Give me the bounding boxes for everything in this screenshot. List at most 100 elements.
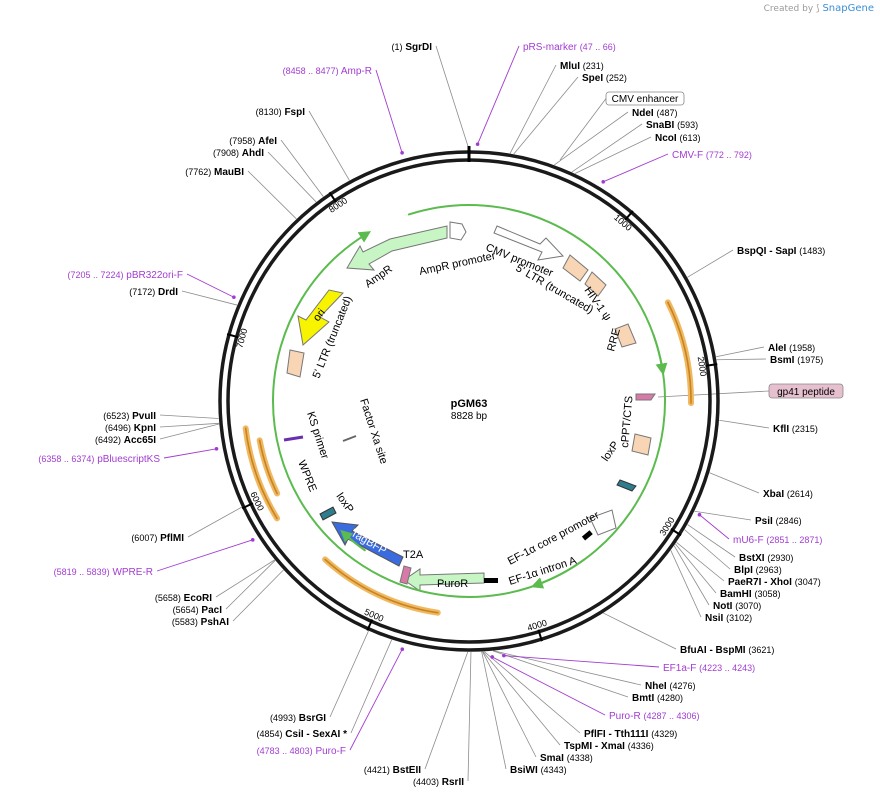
feature-gp41[interactable] xyxy=(635,393,656,401)
tick-1000 xyxy=(624,210,634,221)
enzyme-label-bamhi[interactable]: BamHI (3058) xyxy=(720,589,780,600)
enzyme-label-drdi[interactable]: (7172) DrdI xyxy=(129,287,178,298)
enzyme-label-nhei[interactable]: NheI (4276) xyxy=(645,681,695,692)
primer-site-mark xyxy=(232,295,236,300)
primer-label-cmv-f[interactable]: CMV-F (772 .. 792) xyxy=(672,150,752,161)
feature-ori[interactable] xyxy=(297,289,344,346)
primer-label-ef1a-f[interactable]: EF1a-F (4223 .. 4243) xyxy=(663,663,755,674)
snapgene-product-name: SnapGene xyxy=(822,3,874,14)
enzyme-label-snabi[interactable]: SnaBI (593) xyxy=(646,120,698,131)
feature-label-ampr-promoter: AmpR promoter xyxy=(418,250,497,278)
feature-label-factor-xa: Factor Xa site xyxy=(357,397,389,465)
feature-ampr-promoter[interactable] xyxy=(449,221,467,241)
enzyme-label-smai[interactable]: SmaI (4338) xyxy=(540,753,593,764)
feature-hiv-psi[interactable] xyxy=(584,271,607,297)
primer-label-amp-r[interactable]: (8458 .. 8477) Amp-R xyxy=(283,66,372,77)
leader-psii xyxy=(694,510,752,521)
enzyme-label-bsteii[interactable]: (4421) BstEII xyxy=(364,765,421,776)
leader-rsrii xyxy=(467,651,472,782)
leader-bamhi xyxy=(675,543,717,594)
enzyme-label-afei[interactable]: (7958) AfeI xyxy=(229,136,277,147)
enzyme-label-maubi[interactable]: (7762) MauBI xyxy=(185,167,244,178)
enzyme-label-pflmi[interactable]: (6007) PflMI xyxy=(131,533,184,544)
feature-rre[interactable] xyxy=(614,323,637,348)
cmv-enhancer-label[interactable]: CMV enhancer xyxy=(612,94,679,105)
feature-t2a[interactable] xyxy=(399,565,412,585)
leader-ncoi xyxy=(574,136,652,174)
snapgene-logo-icon: ⟆ xyxy=(816,4,820,14)
enzyme-label-ahdi[interactable]: (7908) AhdI xyxy=(213,148,264,159)
leader-bsrgi xyxy=(329,630,369,718)
enzyme-label-xbai[interactable]: XbaI (2614) xyxy=(763,489,813,500)
leader-nhei xyxy=(493,650,642,686)
leader-bsiwi xyxy=(481,651,507,770)
enzyme-label-ecori[interactable]: (5658) EcoRI xyxy=(155,593,212,604)
feature-5ltr-left[interactable] xyxy=(286,349,305,378)
primer-label-prs-marker[interactable]: pRS-marker (47 .. 66) xyxy=(523,42,616,53)
enzyme-label-bspqi-sapi[interactable]: BspQI - SapI (1483) xyxy=(737,246,825,257)
tick-label-2000: 2000 xyxy=(696,356,709,377)
enzyme-label-pshai[interactable]: (5583) PshAI xyxy=(172,617,229,628)
enzyme-label-bstxi[interactable]: BstXI (2930) xyxy=(739,553,793,564)
tick-8000 xyxy=(328,191,337,203)
gp41-peptide-label[interactable]: gp41 peptide xyxy=(777,387,835,398)
enzyme-label-kpni[interactable]: (6496) KpnI xyxy=(105,423,156,434)
primer-leader-mu6-f xyxy=(699,514,730,540)
feature-label-loxp-left: loxP xyxy=(334,491,356,515)
enzyme-label-kfli[interactable]: KflI (2315) xyxy=(773,424,818,435)
enzyme-label-rsrii[interactable]: (4403) RsrII xyxy=(413,777,464,788)
enzyme-label-pvuii[interactable]: (6523) PvuII xyxy=(103,411,156,422)
enzyme-label-fspi[interactable]: (8130) FspI xyxy=(256,107,306,118)
enzyme-label-bfuai-bspmi[interactable]: BfuAI - BspMI (3621) xyxy=(680,645,774,656)
enzyme-label-acc65i[interactable]: (6492) Acc65I xyxy=(95,435,156,446)
primer-label-mu6-f[interactable]: mU6-F (2851 .. 2871) xyxy=(733,535,822,546)
enzyme-label-tspmi-xmai[interactable]: TspMI - XmaI (4336) xyxy=(564,741,654,752)
enzyme-label-pflfi-tth111i[interactable]: PflFI - Tth111I (4329) xyxy=(584,729,677,740)
feature-ampr[interactable] xyxy=(346,225,448,271)
leader-ndei xyxy=(554,111,629,166)
enzyme-label-bsmi[interactable]: BsmI (1975) xyxy=(770,355,823,366)
feature-label-cppt: cPPT/CTS xyxy=(619,395,635,448)
feature-label-ori: ori xyxy=(311,307,328,324)
feature-loxp-left[interactable] xyxy=(319,506,337,521)
leader-kpni xyxy=(159,422,220,428)
leader-bsteii xyxy=(424,651,469,770)
primer-site-mark xyxy=(502,653,506,658)
enzyme-label-csii-sexai-[interactable]: (4854) CsiI - SexAI * xyxy=(257,729,348,740)
feature-5ltr-right[interactable] xyxy=(562,254,589,282)
enzyme-label-bsiwi[interactable]: BsiWI (4343) xyxy=(510,765,567,776)
leader-noti xyxy=(673,545,710,606)
plasmid-size: 8828 bp xyxy=(451,411,488,422)
leader-blpi xyxy=(684,529,731,570)
primer-label-puro-r[interactable]: Puro-R (4287 .. 4306) xyxy=(609,711,700,722)
enzyme-label-noti[interactable]: NotI (3070) xyxy=(713,601,761,612)
feature-factor-xa xyxy=(342,435,357,442)
feature-puror[interactable] xyxy=(403,568,485,592)
enzyme-label-bsrgi[interactable]: (4993) BsrGI xyxy=(270,713,326,724)
primer-leader-wpre-r xyxy=(156,539,253,572)
leader-alei xyxy=(715,346,765,358)
enzyme-label-sgrdi[interactable]: (1) SgrDI xyxy=(392,42,433,53)
primer-site-mark xyxy=(697,512,702,517)
primer-label-pbluescriptks[interactable]: (6358 .. 6374) pBluescriptKS xyxy=(38,454,160,465)
enzyme-label-paci[interactable]: (5654) PacI xyxy=(173,605,223,616)
enzyme-label-nsii[interactable]: NsiI (3102) xyxy=(705,613,752,624)
feature-cmv-promoter[interactable] xyxy=(493,225,565,261)
enzyme-label-ncoi[interactable]: NcoI (613) xyxy=(655,133,700,144)
enzyme-label-paer7i-xhoi[interactable]: PaeR7I - XhoI (3047) xyxy=(728,577,821,588)
feature-loxp-right[interactable] xyxy=(616,479,637,492)
enzyme-label-spei[interactable]: SpeI (252) xyxy=(582,73,627,84)
enzyme-label-ndei[interactable]: NdeI (487) xyxy=(632,108,677,119)
feature-ef1a-core[interactable] xyxy=(589,509,617,536)
enzyme-label-bmti[interactable]: BmtI (4280) xyxy=(632,693,683,704)
primer-label-puro-f[interactable]: (4783 .. 4803) Puro-F xyxy=(257,746,346,757)
enzyme-label-blpi[interactable]: BlpI (2963) xyxy=(734,565,782,576)
primer-label-wpre-r[interactable]: (5819 .. 5839) WPRE-R xyxy=(54,567,153,578)
primer-label-pbr322ori-f[interactable]: (7205 .. 7224) pBR322ori-F xyxy=(67,270,183,281)
leader-acc65i xyxy=(159,423,220,440)
enzyme-label-psii[interactable]: PsiI (2846) xyxy=(755,516,802,527)
enzyme-label-alei[interactable]: AleI (1958) xyxy=(768,343,815,354)
leader-ecori xyxy=(215,559,275,598)
feature-cppt[interactable] xyxy=(631,433,652,456)
enzyme-label-mlui[interactable]: MluI (231) xyxy=(560,61,604,72)
